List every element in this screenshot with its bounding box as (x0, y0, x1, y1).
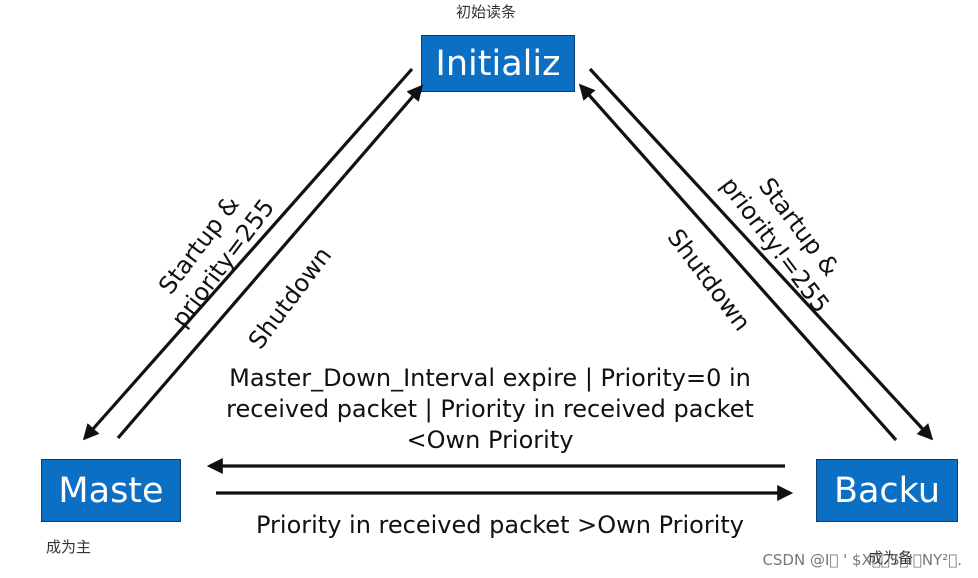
state-backup-caption: 成为备 (868, 549, 914, 567)
arrow-master-to-init (116, 84, 424, 440)
state-initialize: Initializ (421, 35, 575, 92)
arrow-backup-to-init (578, 83, 898, 442)
arrow-init-to-master (82, 67, 414, 441)
state-backup-label: Backu (833, 470, 941, 511)
label-backup-to-master-line3: <Own Priority (406, 426, 574, 454)
state-backup: Backu (816, 459, 958, 522)
label-backup-to-master: Master_Down_Interval expire | Priority=0… (190, 363, 790, 456)
state-master: Maste (41, 459, 181, 522)
label-master-to-backup: Priority in received packet >Own Priorit… (256, 511, 744, 539)
csdn-watermark: CSDN @I⃞ ' $X⃞⃞S⃞I⃞NY²⃞. (762, 551, 962, 569)
label-backup-to-master-line2: received packet | Priority in received p… (226, 395, 754, 423)
state-master-label: Maste (58, 470, 164, 511)
arrow-init-to-backup (588, 67, 934, 441)
label-backup-to-master-line1: Master_Down_Interval expire | Priority=0… (229, 364, 751, 392)
state-initialize-label: Initializ (435, 43, 561, 84)
state-master-caption: 成为主 (46, 538, 92, 556)
state-initialize-caption: 初始读条 (456, 3, 517, 21)
